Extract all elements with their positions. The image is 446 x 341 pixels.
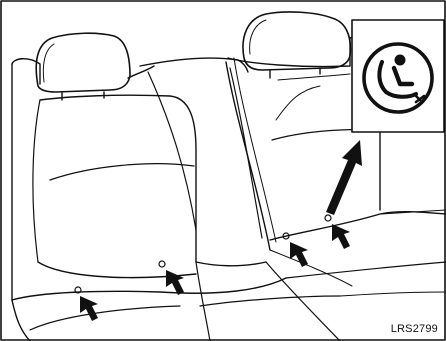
callout-arrow-icon (326, 140, 362, 215)
pointer-arrow-icon (332, 224, 350, 249)
anchor-point (159, 261, 165, 267)
pointer-arrow-icon (166, 270, 184, 295)
anchor-point (325, 215, 331, 221)
pointer-arrow-icon (290, 242, 308, 267)
callout-box (352, 20, 444, 132)
pointer-arrows (80, 140, 362, 321)
figure-code: LRS2799 (391, 323, 438, 335)
seat-cushion (12, 250, 446, 341)
center-seatback (140, 58, 266, 266)
left-seatback (12, 33, 196, 300)
pointer-arrow-icon (80, 296, 98, 321)
